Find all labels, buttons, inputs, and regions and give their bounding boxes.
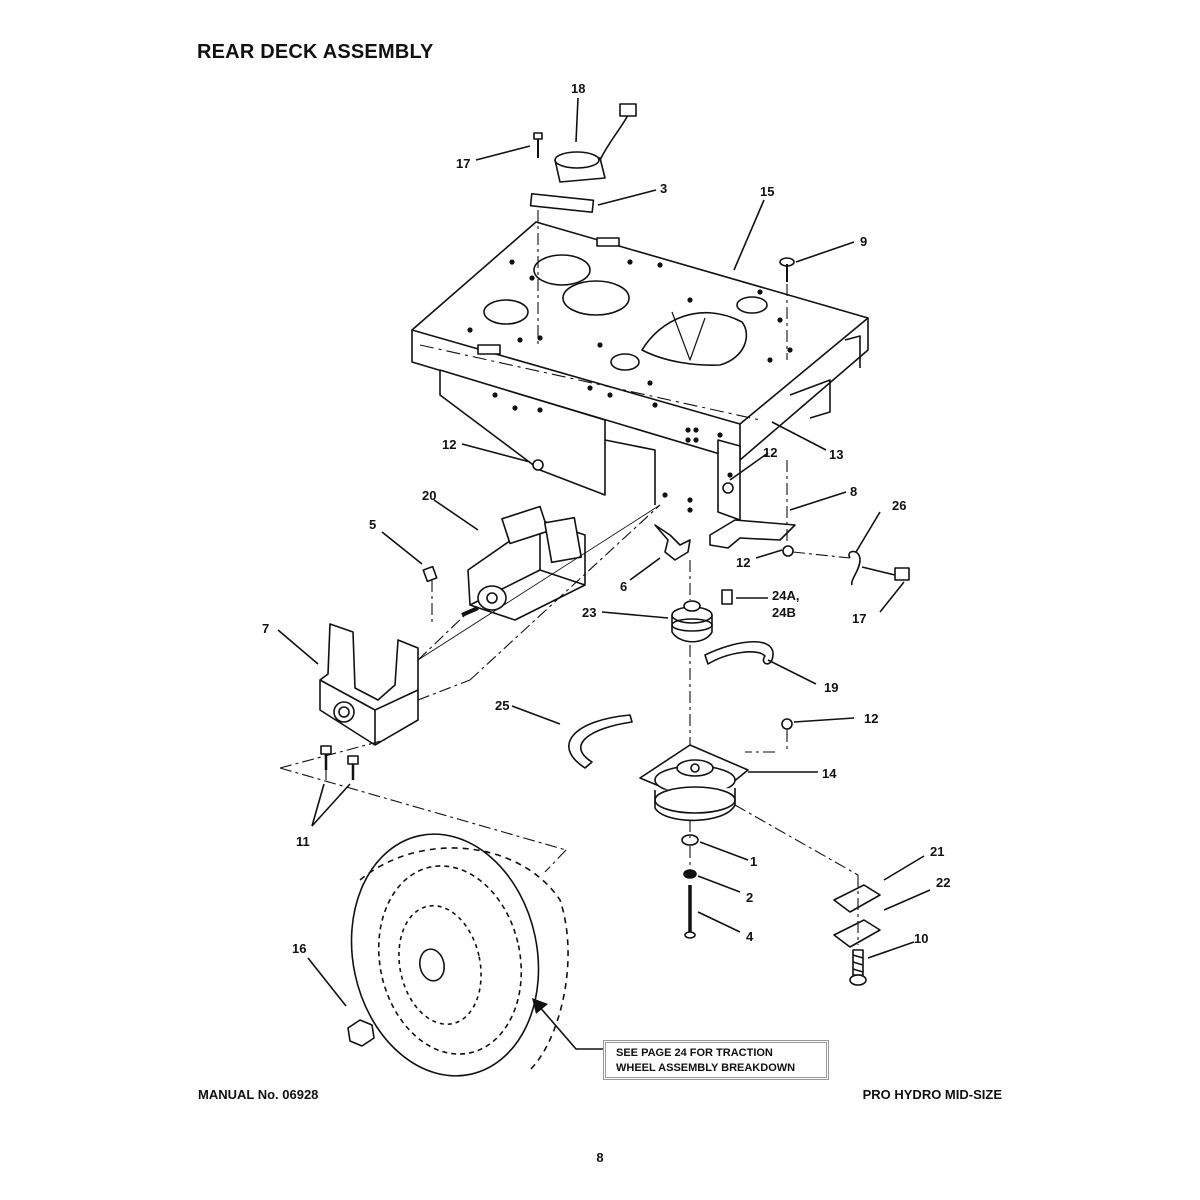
spacer-top [833,884,881,913]
callout-6: 6 [620,579,627,594]
callout-26: 26 [892,498,906,513]
callout-16: 16 [292,941,306,956]
belt-guard-left [568,714,633,769]
callout-5: 5 [369,517,376,532]
callout-23: 23 [582,605,596,620]
sensor-plate [529,192,595,214]
callout-24a: 24A, [772,588,799,603]
callout-12-bracket: 12 [763,445,777,460]
bracket-bolts [320,745,359,780]
page-title: REAR DECK ASSEMBLY [197,41,434,63]
callout-11: 11 [296,834,310,849]
pump-key [422,565,438,583]
washer [681,834,699,846]
callout-24b: 24B [772,605,796,620]
callout-labels: 18 17 3 15 9 12 13 12 8 26 12 17 20 5 6 … [262,81,950,956]
callout-18: 18 [571,81,585,96]
pulley-key [721,589,733,605]
callout-8: 8 [850,484,857,499]
assembly-lines [279,210,859,945]
pump-lever [654,524,691,561]
callout-3: 3 [660,181,667,196]
reference-note: SEE PAGE 24 FOR TRACTION WHEEL ASSEMBLY … [603,1040,829,1080]
callout-4: 4 [746,929,754,944]
pump-bracket [319,623,419,746]
clutch-bolt [684,885,696,939]
deck-plate [411,221,869,521]
callout-12-left: 12 [442,437,456,452]
carriage-bolt [779,257,795,282]
anti-rotation-bracket [709,519,796,549]
callout-12-nut: 12 [736,555,750,570]
spring-and-bolt [848,550,910,586]
lug-nut [347,1019,375,1047]
lock-nuts [532,459,794,730]
spacer-bolt [849,949,867,986]
lock-washer [683,869,697,879]
note-arrowhead [532,998,548,1014]
manual-number: MANUAL No. 06928 [198,1087,319,1102]
sensor [533,103,637,183]
callout-25: 25 [495,698,509,713]
page-number: 8 [596,1150,604,1165]
reference-note-line-2: WHEEL ASSEMBLY BREAKDOWN [616,1062,796,1074]
deck-holes [467,259,793,513]
electric-clutch [639,744,749,822]
callout-17-top: 17 [456,156,470,171]
belt-guard-right [704,641,774,665]
callout-19: 19 [824,680,838,695]
callout-9: 9 [860,234,867,249]
callout-15: 15 [760,184,774,199]
callout-7: 7 [262,621,269,636]
callout-17-right: 17 [852,611,866,626]
hydraulic-pump [461,505,586,621]
callout-22: 22 [936,875,950,890]
callout-21: 21 [930,844,944,859]
model-name: PRO HYDRO MID-SIZE [862,1087,1002,1102]
callout-10: 10 [914,931,928,946]
pump-pulley [671,600,713,643]
callout-13: 13 [829,447,843,462]
spacer-bottom [833,919,881,948]
callout-leaders [277,97,931,1050]
reference-note-line-1: SEE PAGE 24 FOR TRACTION [616,1047,773,1059]
callout-12-clutch: 12 [864,711,878,726]
callout-1: 1 [750,854,757,869]
callout-2: 2 [746,890,753,905]
traction-wheel [350,833,569,1077]
callout-20: 20 [422,488,436,503]
callout-14: 14 [822,766,837,781]
